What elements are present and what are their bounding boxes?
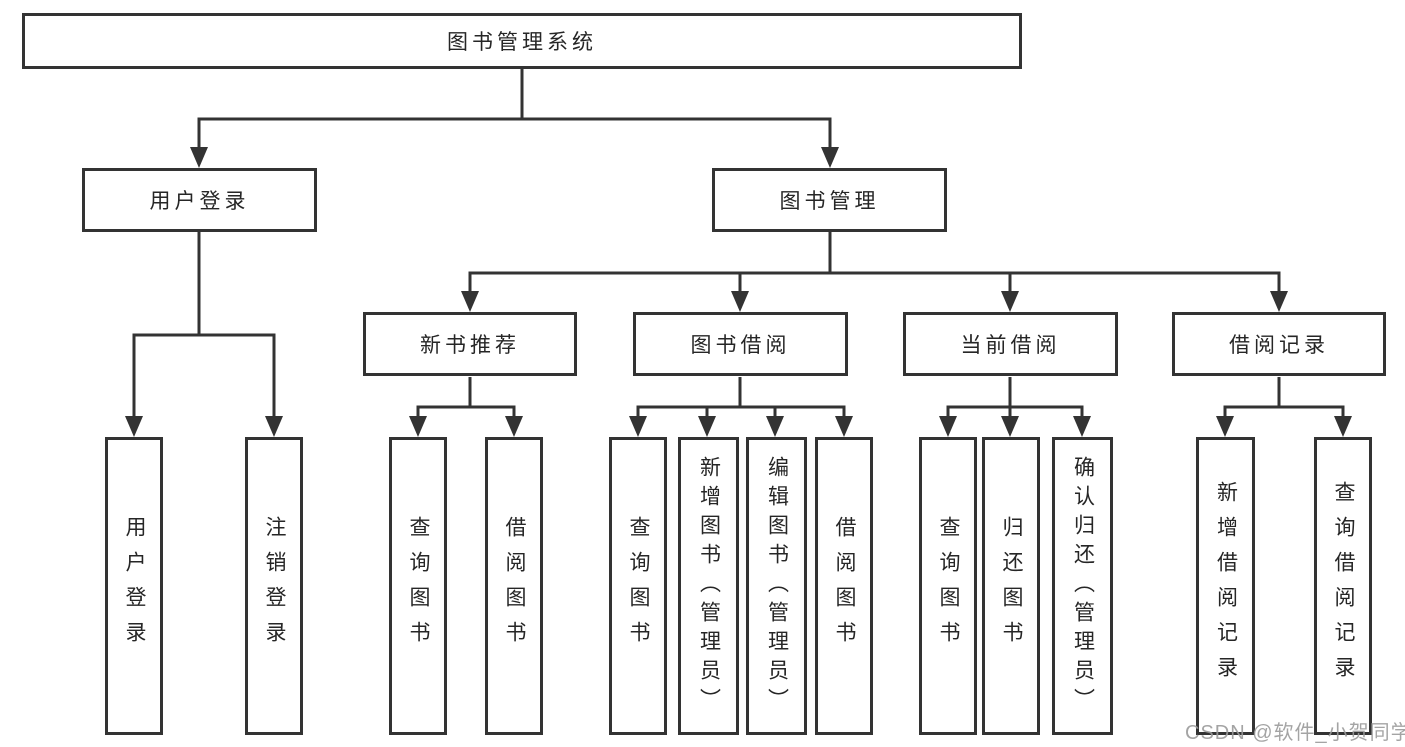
leaf-user-login: 用户登录 xyxy=(105,437,163,735)
leaf-query-books: 查询图书 xyxy=(609,437,667,735)
node-label: 查询图书 xyxy=(407,516,431,656)
node-label: 用户登录 xyxy=(123,516,147,656)
node-label: 编辑图书（管理员） xyxy=(765,455,789,717)
node-label: 当前借阅 xyxy=(960,334,1061,357)
node-current-borrow: 当前借阅 xyxy=(903,312,1118,376)
node-label: 注销登录 xyxy=(263,516,287,656)
node-label: 图书借阅 xyxy=(690,334,791,357)
node-label: 借阅图书 xyxy=(833,516,857,656)
node-label: 借阅记录 xyxy=(1229,334,1329,357)
node-label: 借阅图书 xyxy=(503,516,527,656)
connector-user-login-to-leaves xyxy=(132,232,276,419)
node-label: 新增借阅记录 xyxy=(1214,481,1238,691)
node-label: 归还图书 xyxy=(1000,516,1024,656)
leaf-return-books: 归还图书 xyxy=(982,437,1040,735)
leaf-borrow-books: 借阅图书 xyxy=(485,437,543,735)
node-label: 新增图书（管理员） xyxy=(697,455,721,717)
connector-root-to-level2 xyxy=(197,69,832,150)
connector-borrow-records-to-leaves xyxy=(1223,377,1345,419)
connector-current-borrow-to-leaves xyxy=(946,377,1084,419)
connector-new-books-to-leaves xyxy=(416,377,516,419)
node-label: 图书管理 xyxy=(779,190,880,213)
node-label: 图书管理系统 xyxy=(447,31,597,54)
arrowheads xyxy=(125,147,1352,437)
leaf-edit-books-admin: 编辑图书（管理员） xyxy=(746,437,807,735)
leaf-add-borrow-record: 新增借阅记录 xyxy=(1196,437,1255,735)
leaf-add-books-admin: 新增图书（管理员） xyxy=(678,437,739,735)
leaf-logout: 注销登录 xyxy=(245,437,303,735)
leaf-confirm-return-admin: 确认归还（管理员） xyxy=(1052,437,1113,735)
node-book-borrow: 图书借阅 xyxy=(633,312,848,376)
leaf-query-borrow-record: 查询借阅记录 xyxy=(1314,437,1372,735)
node-label: 用户登录 xyxy=(149,190,250,213)
connector-book-mgmt-to-level3 xyxy=(468,232,1281,294)
node-label: 查询图书 xyxy=(627,516,651,656)
leaf-borrow-books: 借阅图书 xyxy=(815,437,873,735)
node-root-system: 图书管理系统 xyxy=(22,13,1022,69)
node-borrow-records: 借阅记录 xyxy=(1172,312,1386,376)
node-label: 查询借阅记录 xyxy=(1332,481,1356,691)
csdn-watermark: CSDN @软件_小贺同学 xyxy=(1185,722,1405,744)
node-new-book-recommend: 新书推荐 xyxy=(363,312,577,376)
node-label: 查询图书 xyxy=(937,516,961,656)
leaf-query-books: 查询图书 xyxy=(919,437,977,735)
node-user-login: 用户登录 xyxy=(82,168,317,232)
connector-book-borrow-to-leaves xyxy=(636,377,846,419)
node-label: 确认归还（管理员） xyxy=(1071,455,1095,717)
node-book-management: 图书管理 xyxy=(712,168,947,232)
node-label: 新书推荐 xyxy=(420,334,520,357)
leaf-query-books: 查询图书 xyxy=(389,437,447,735)
